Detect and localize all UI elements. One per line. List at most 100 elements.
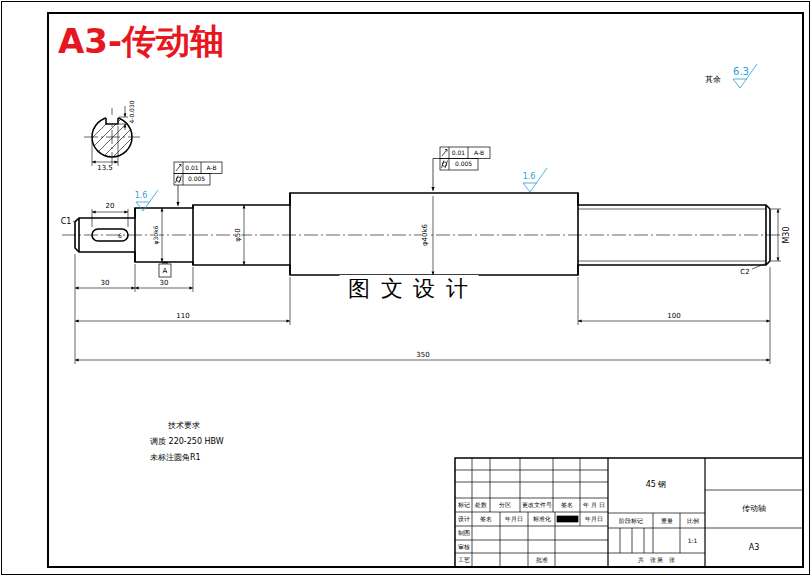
title-block: [455, 470, 608, 471]
table-cell: 审核: [458, 544, 470, 550]
section-view: [84, 114, 126, 156]
dimension-lines: [73, 220, 77, 222]
note: 未标注圆角R1: [150, 454, 201, 462]
tolerance-frame: [433, 159, 434, 192]
table-cell: 年月日: [585, 516, 603, 522]
title-block: [608, 528, 705, 529]
tolerance-value: 0.01: [452, 150, 465, 156]
tolerance-frame: [183, 162, 184, 185]
table-cell: 共 张 第 张: [638, 557, 675, 563]
section-view: [125, 106, 126, 117]
dimension-lines: [771, 261, 781, 262]
table-cell: 批准: [536, 557, 548, 563]
dimension-text: 13.5: [97, 165, 113, 172]
watermark: 图 文 设 计: [340, 275, 479, 303]
dimension-text: φ40k6: [422, 223, 429, 247]
dimension-text: 30: [101, 280, 110, 287]
dimension-lines: [752, 263, 767, 269]
tolerance-frame: [440, 159, 478, 171]
datum-reference: A-B: [206, 165, 216, 171]
dimension-text: 6: [118, 233, 122, 239]
title-block: [607, 458, 608, 567]
dimension-lines: [578, 321, 770, 322]
table-cell: 标记: [458, 502, 470, 508]
shaft-outline: [765, 205, 767, 265]
shaft-outline: [92, 229, 128, 241]
dimension-lines: [771, 209, 781, 210]
roughness-symbol: [733, 64, 757, 88]
title-block: [455, 498, 608, 499]
table-cell: 阶段标记: [619, 518, 643, 524]
title-block: [455, 526, 608, 527]
thread-line: [578, 209, 766, 261]
table-cell: 签名: [480, 516, 492, 522]
title-block: [653, 513, 654, 553]
tolerance-frame: [178, 185, 179, 206]
section-view: [92, 162, 118, 163]
table-cell: 处数: [475, 502, 487, 508]
title-block: [455, 553, 608, 554]
table-cell: 制图: [458, 530, 470, 536]
dimension-text: φ30k6: [153, 225, 159, 246]
dimension-lines: [770, 267, 771, 364]
datum-letter: A: [163, 267, 168, 274]
chamfer-label: C1: [61, 218, 72, 226]
title-block: [500, 512, 501, 567]
drawing-frame: [48, 13, 803, 567]
table-cell: 重量: [661, 518, 673, 524]
datum-symbol: [159, 262, 171, 277]
chamfer-label: C2: [740, 269, 749, 276]
tolerance-frame: [179, 165, 181, 167]
shaft-outline: [134, 208, 136, 262]
center-line: [62, 108, 790, 235]
shaft-outline: [75, 193, 770, 275]
dimension-lines: [75, 254, 76, 364]
datum-reference: A-B: [474, 150, 484, 156]
table-cell: 设计: [458, 516, 470, 522]
note: 其余: [705, 76, 721, 84]
dimension-text: φ50: [235, 227, 242, 243]
shaft-outline: [289, 193, 291, 275]
shaft-outline: [75, 193, 770, 275]
roughness-value: 6.3: [733, 67, 749, 77]
table-cell: 分区: [499, 502, 511, 508]
roughness-value: 1.6: [135, 192, 148, 200]
table-cell: 1:1: [688, 538, 698, 544]
title-block: [620, 528, 621, 553]
title-block: [704, 458, 705, 567]
title-block: [455, 458, 803, 567]
datum-symbol: [162, 262, 168, 263]
table-cell: 传动轴: [742, 505, 766, 513]
tolerance-frame: [176, 165, 181, 172]
table-cell: 年月日: [505, 516, 523, 522]
title-block: [455, 512, 608, 513]
dimension-text: M30: [783, 225, 791, 244]
tolerance-frame: [449, 147, 450, 170]
tolerance-frame: [440, 147, 490, 159]
shaft-outline: [577, 193, 579, 275]
section-view: [106, 118, 118, 124]
table-cell: A3: [749, 544, 760, 552]
dimension-lines: [75, 321, 290, 322]
section-view: [74, 102, 146, 174]
section-view: [106, 115, 118, 124]
table-cell: 比例: [687, 518, 699, 524]
dimension-lines: [778, 209, 779, 261]
section-view: [118, 126, 119, 166]
tolerance-value: 0.005: [188, 176, 205, 182]
table-cell: 签名: [561, 502, 573, 508]
dimension-lines: [73, 196, 781, 364]
tolerance-frame: [174, 147, 490, 206]
title-block: [490, 458, 491, 512]
title-block: [528, 512, 529, 567]
tolerance-frame: [433, 158, 440, 159]
table-cell: 标准化: [533, 516, 551, 522]
table-cell: 工艺: [458, 557, 470, 563]
dimension-lines: [75, 288, 135, 289]
title-block: [608, 553, 705, 554]
tolerance-frame: [468, 147, 469, 159]
table-cell: 45 钢: [646, 481, 667, 489]
section-view: [119, 117, 128, 118]
section-view: [80, 110, 120, 150]
dimension-text: 110: [176, 313, 189, 320]
